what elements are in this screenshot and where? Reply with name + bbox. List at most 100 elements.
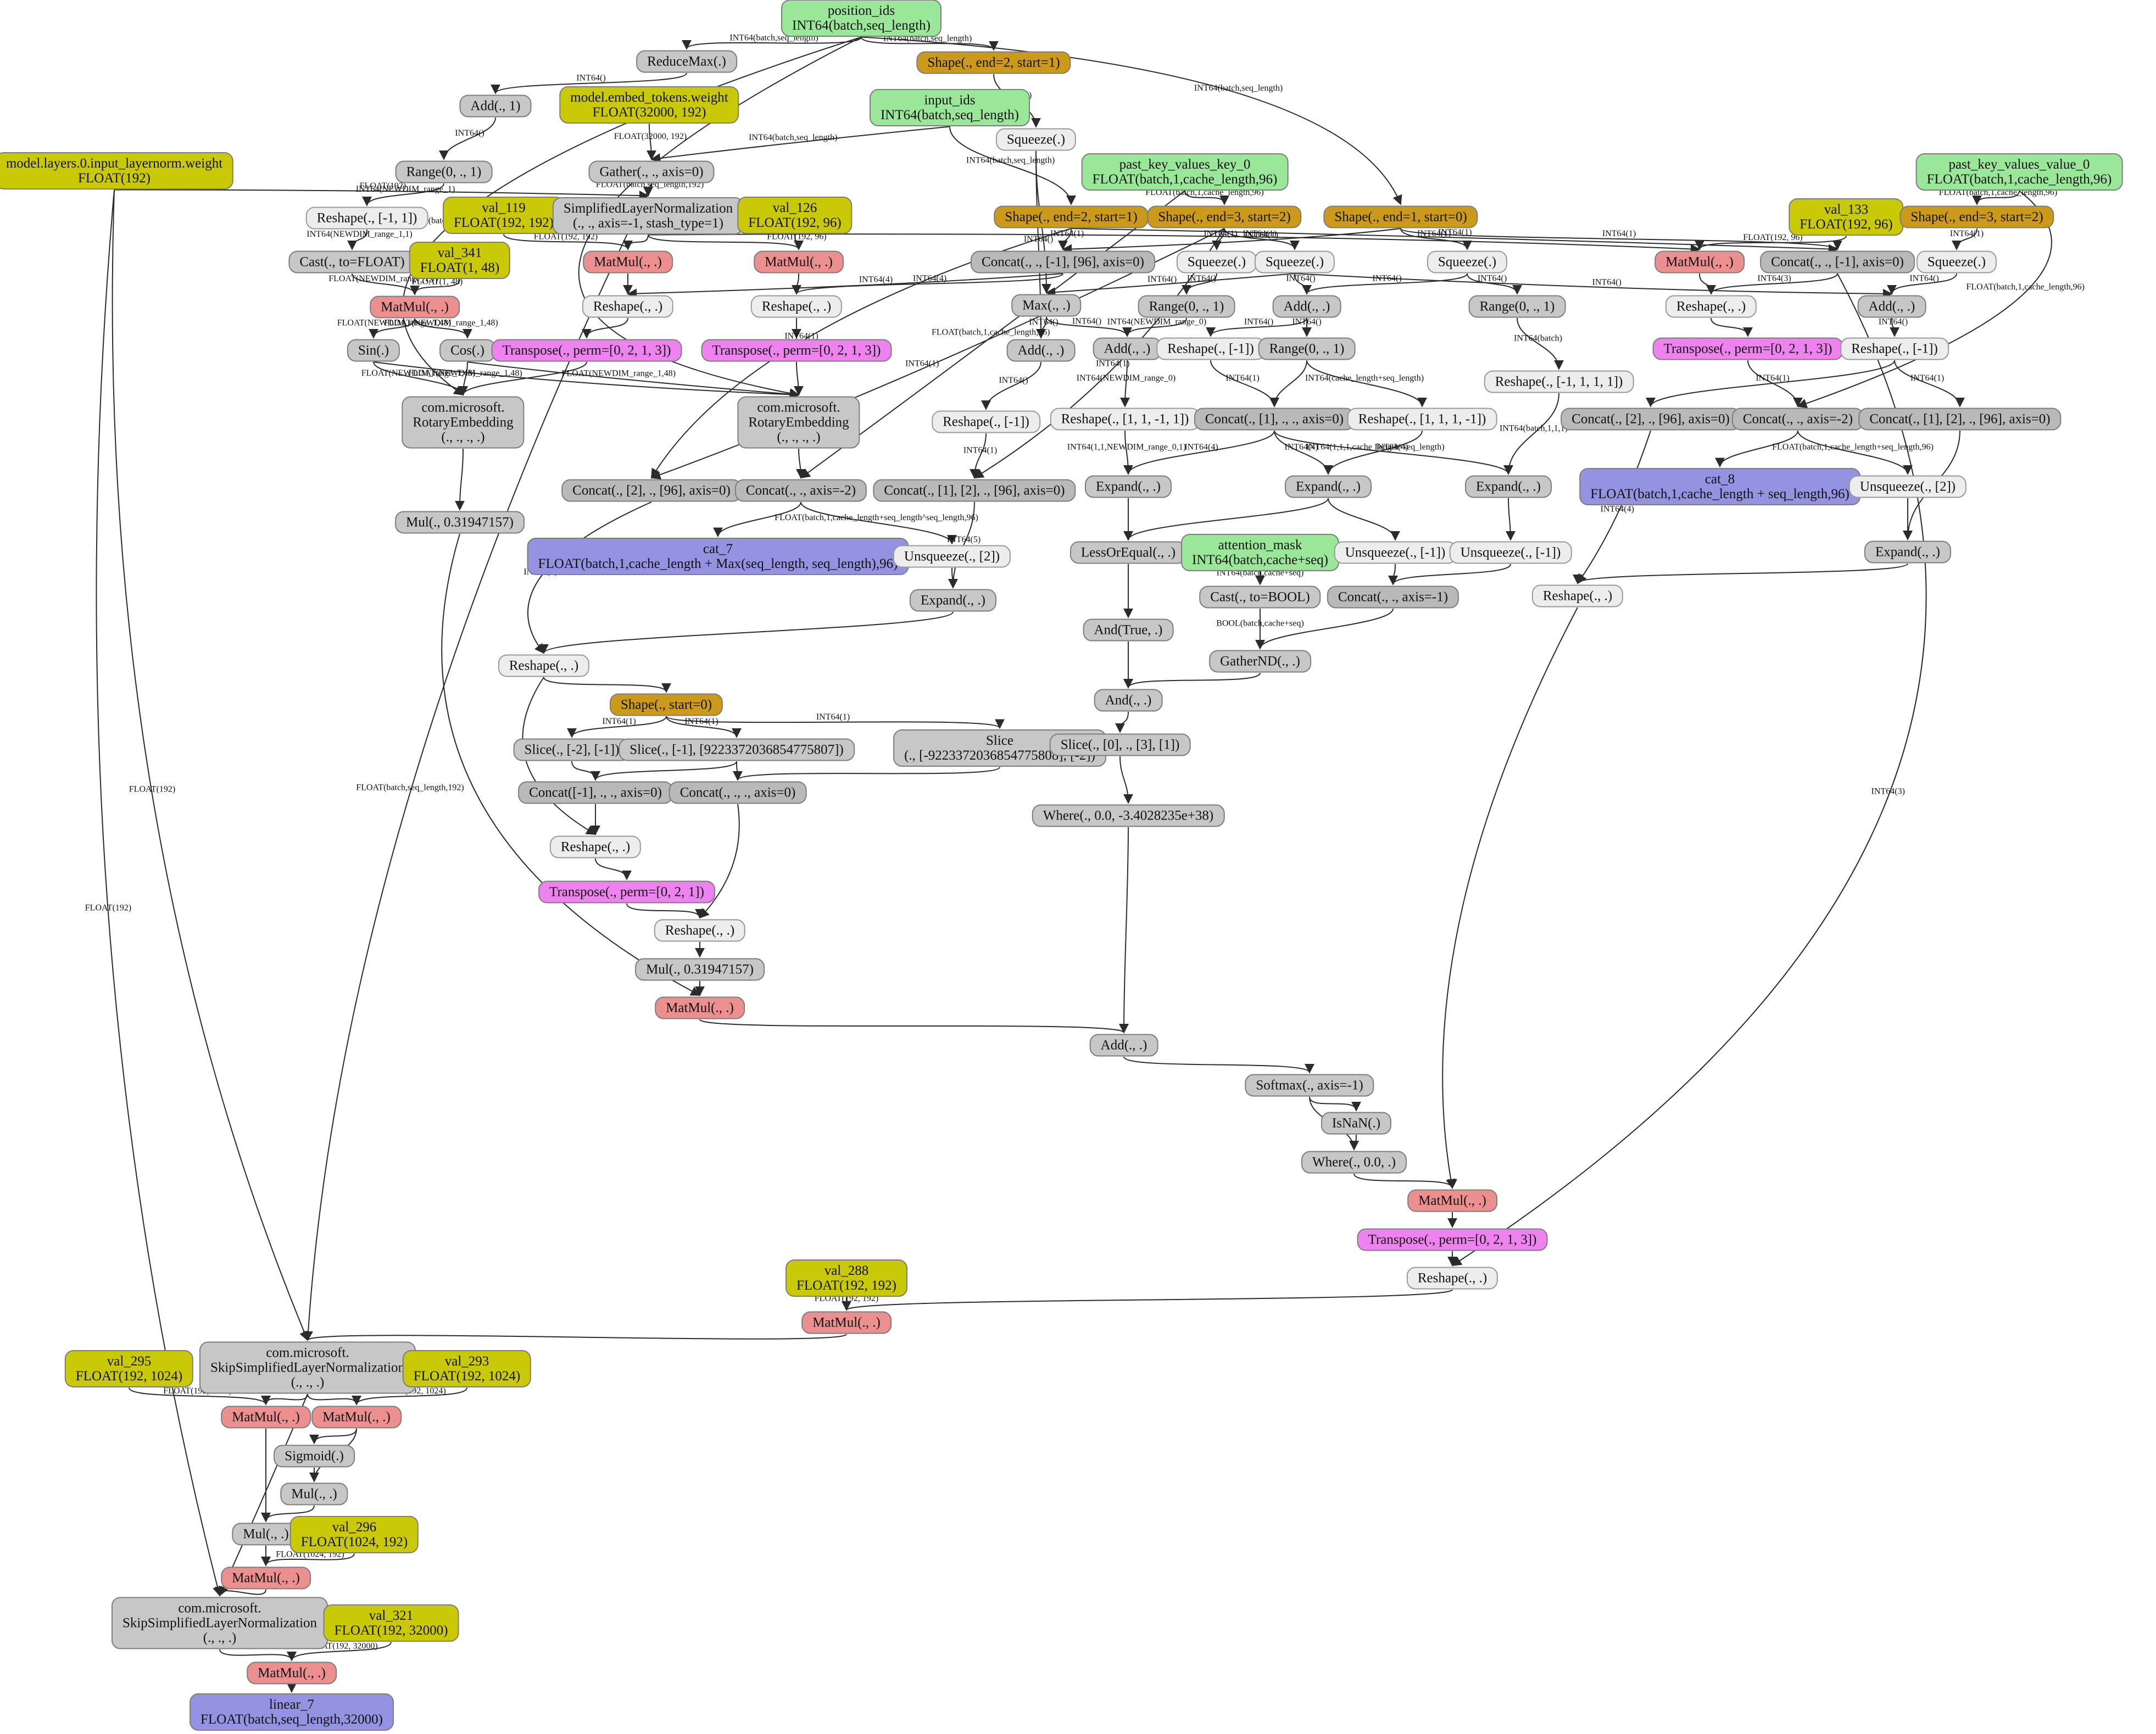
node-shape_pos[interactable]: Shape(., end=2, start=1) <box>916 51 1071 74</box>
node-sigmoid[interactable]: Sigmoid(.) <box>274 1445 355 1468</box>
node-rotary_q[interactable]: com.microsoft.RotaryEmbedding(., ., ., .… <box>402 396 525 449</box>
node-matmul_k[interactable]: MatMul(., .) <box>754 250 844 274</box>
node-mul_b[interactable]: Mul(., .) <box>232 1523 300 1546</box>
node-sin_op[interactable]: Sin(.) <box>347 339 400 362</box>
node-gather[interactable]: Gather(., ., axis=0) <box>588 160 715 183</box>
node-lessorequal[interactable]: LessOrEqual(., .) <box>1069 541 1187 564</box>
node-concat_vcat[interactable]: Concat(., ., axis=-2) <box>1731 408 1864 431</box>
node-transpose_v[interactable]: Transpose(., perm=[0, 2, 1, 3]) <box>1652 337 1843 360</box>
node-concat_m1ax[interactable]: Concat(., ., axis=-1) <box>1327 586 1459 609</box>
node-slice_a[interactable]: Slice(., [-2], [-1]) <box>513 738 631 761</box>
node-reshape_neg1a[interactable]: Reshape(., [-1]) <box>932 410 1040 433</box>
node-reshape_k[interactable]: Reshape(., .) <box>750 295 843 318</box>
node-sln[interactable]: SimplifiedLayerNormalization(., ., axis=… <box>552 197 744 235</box>
node-cos_op[interactable]: Cos(.) <box>439 339 495 362</box>
node-concat_k12[interactable]: Concat(., [1], [2], ., [96], axis=0) <box>873 479 1076 502</box>
node-matmul_o[interactable]: MatMul(., .) <box>801 1311 892 1334</box>
node-skipsln_1[interactable]: com.microsoft.SkipSimplifiedLayerNormali… <box>199 1341 416 1394</box>
node-add_r[interactable]: Add(., .) <box>1006 339 1076 362</box>
node-unsq_m1b[interactable]: Unsqueeze(., [-1]) <box>1449 541 1572 564</box>
node-skipsln_2[interactable]: com.microsoft.SkipSimplifiedLayerNormali… <box>111 1597 328 1649</box>
node-mul_a[interactable]: Mul(., .) <box>280 1482 348 1506</box>
node-where_inf[interactable]: Where(., 0.0, -3.4028235e+38) <box>1032 804 1225 827</box>
node-squeeze_pos[interactable]: Squeeze(.) <box>995 128 1077 151</box>
node-squeeze_v[interactable]: Squeeze(.) <box>1916 250 1997 274</box>
node-mul_ks[interactable]: Mul(., 0.31947157) <box>635 958 765 981</box>
node-range_3[interactable]: Range(0, ., 1) <box>1468 295 1566 318</box>
node-matmul_up[interactable]: MatMul(., .) <box>311 1406 402 1429</box>
node-concat_v96[interactable]: Concat(., [2], ., [96], axis=0) <box>1561 408 1741 431</box>
node-concat_k96[interactable]: Concat(., [2], ., [96], axis=0) <box>561 479 742 502</box>
node-cast_float[interactable]: Cast(., to=FLOAT) <box>288 250 416 274</box>
node-unsq_v[interactable]: Unsqueeze(., [2]) <box>1848 475 1967 498</box>
node-shape_s0[interactable]: Shape(., start=0) <box>609 693 723 716</box>
node-matmul_gate[interactable]: MatMul(., .) <box>221 1406 311 1429</box>
node-add_mask[interactable]: Add(., .) <box>1089 1034 1158 1057</box>
node-add_c[interactable]: Add(., .) <box>1093 337 1162 360</box>
node-transpose_q[interactable]: Transpose(., perm=[0, 2, 1, 3]) <box>491 339 682 362</box>
node-reshape_kt2[interactable]: Reshape(., .) <box>654 919 746 942</box>
node-unsq_k[interactable]: Unsqueeze(., [2]) <box>893 545 1011 568</box>
node-reshape_kj[interactable]: Reshape(., .) <box>498 654 590 677</box>
node-squeeze_2[interactable]: Squeeze(.) <box>1254 250 1335 274</box>
node-reshape_kt[interactable]: Reshape(., .) <box>549 835 642 858</box>
node-expand_k[interactable]: Expand(., .) <box>909 589 997 612</box>
node-squeeze_1[interactable]: Squeeze(.) <box>1176 250 1257 274</box>
node-matmul_av[interactable]: MatMul(., .) <box>1407 1189 1497 1212</box>
node-matmul_v[interactable]: MatMul(., .) <box>1654 250 1745 274</box>
node-matmul_rot[interactable]: MatMul(., .) <box>370 295 460 319</box>
node-slice_mask[interactable]: Slice(., [0], ., [3], [1]) <box>1049 733 1191 756</box>
node-transpose_av[interactable]: Transpose(., perm=[0, 2, 1, 3]) <box>1357 1228 1548 1251</box>
node-concat_qk_shape[interactable]: Concat(., ., [-1], [96], axis=0) <box>971 250 1155 274</box>
node-reducemax[interactable]: ReduceMax(.) <box>636 50 737 73</box>
node-transpose_021[interactable]: Transpose(., perm=[0, 2, 1]) <box>538 880 715 904</box>
node-where_0[interactable]: Where(., 0.0, .) <box>1301 1151 1407 1174</box>
node-matmul_down[interactable]: MatMul(., .) <box>221 1566 311 1590</box>
node-reshape_neg1b[interactable]: Reshape(., [-1]) <box>1156 337 1265 360</box>
node-shape_ids[interactable]: Shape(., end=2, start=1) <box>994 205 1149 228</box>
node-shape_k32[interactable]: Shape(., end=3, start=2) <box>1147 205 1302 228</box>
node-reshape_neg11[interactable]: Reshape(., [-1, 1]) <box>305 207 428 230</box>
node-expand_1[interactable]: Expand(., .) <box>1084 475 1172 498</box>
node-add_sq[interactable]: Add(., .) <box>1272 295 1341 318</box>
node-mul_qs[interactable]: Mul(., 0.31947157) <box>395 511 525 534</box>
node-cast_bool[interactable]: Cast(., to=BOOL) <box>1199 586 1321 609</box>
node-concat_1aa[interactable]: Concat(., [1], ., ., axis=0) <box>1194 408 1355 431</box>
node-and_true[interactable]: And(True, .) <box>1083 618 1174 642</box>
node-unsq_m1a[interactable]: Unsqueeze(., [-1]) <box>1334 541 1457 564</box>
node-shape_v32[interactable]: Shape(., end=3, start=2) <box>1899 205 2054 228</box>
node-expand_2[interactable]: Expand(., .) <box>1284 475 1372 498</box>
node-softmax[interactable]: Softmax(., axis=-1) <box>1245 1074 1374 1097</box>
node-concat_v12[interactable]: Concat(., [1], [2], ., [96], axis=0) <box>1858 408 2062 431</box>
node-transpose_k[interactable]: Transpose(., perm=[0, 2, 1, 3]) <box>701 339 892 362</box>
node-reshape_b1111[interactable]: Reshape(., [-1, 1, 1, 1]) <box>1484 370 1634 393</box>
node-concat_v_shape[interactable]: Concat(., ., [-1], axis=0) <box>1760 250 1915 274</box>
node-add_1[interactable]: Add(., 1) <box>459 94 532 118</box>
node-matmul_qk[interactable]: MatMul(., .) <box>655 996 745 1019</box>
node-concat_kcat[interactable]: Concat(., ., axis=-2) <box>734 479 867 502</box>
node-reshape_q[interactable]: Reshape(., .) <box>582 295 674 318</box>
node-concat_sl2[interactable]: Concat(., ., ., axis=0) <box>668 781 807 804</box>
node-reshape_av[interactable]: Reshape(., .) <box>1406 1267 1498 1290</box>
node-shape_k10[interactable]: Shape(., end=1, start=0) <box>1323 205 1478 228</box>
node-matmul_lm[interactable]: MatMul(., .) <box>247 1661 337 1685</box>
node-range_2[interactable]: Range(0, ., 1) <box>1138 295 1235 318</box>
node-isnan[interactable]: IsNaN(.) <box>1321 1112 1392 1135</box>
node-expand_v[interactable]: Expand(., .) <box>1864 540 1952 564</box>
node-expand_3[interactable]: Expand(., .) <box>1464 475 1552 498</box>
